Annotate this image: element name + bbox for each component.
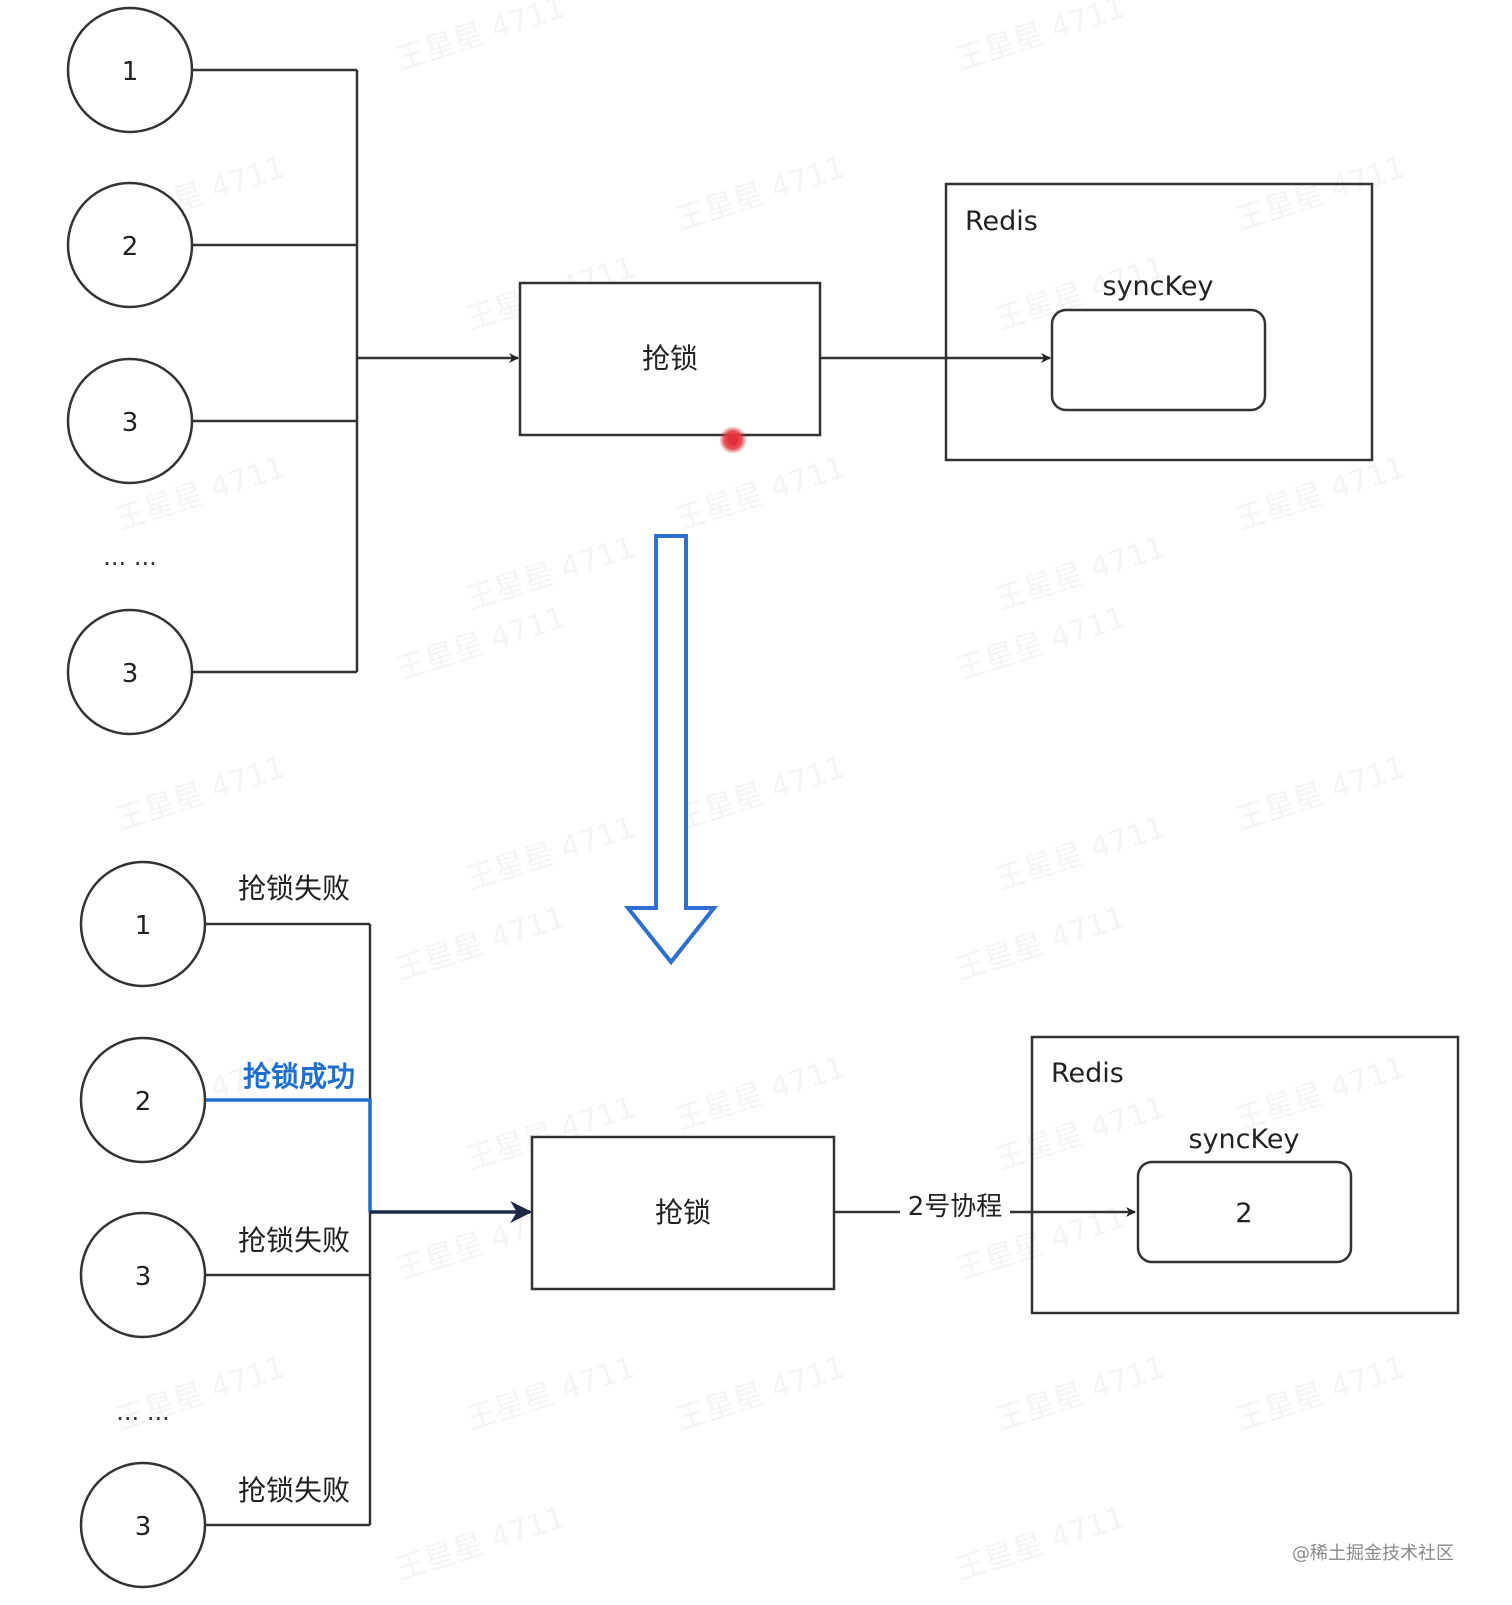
sync-key-label: syncKey [1189,1124,1300,1155]
watermark: 王星星 4711 [672,750,850,838]
thread-status: 抢锁失败 [238,1474,350,1507]
thread-circle [66,608,194,736]
thread-label: 3 [122,659,139,689]
bottom-thread-3: 3 抢锁失败 [79,1211,350,1339]
top-ellipsis: ... ... [103,543,156,571]
redis-container [1030,1035,1460,1315]
thread-label: 1 [122,57,139,87]
watermark: 王星星 4711 [112,750,290,838]
watermark: 王星星 4711 [952,0,1130,78]
thread-status-success: 抢锁成功 [243,1060,355,1093]
thread-circle [66,6,194,134]
watermark: 王星星 4711 [672,1050,850,1138]
transition-arrow [623,534,719,966]
watermark: 王星星 4711 [952,1500,1130,1588]
site-credit: @稀土掘金技术社区 [1292,1543,1454,1564]
bottom-thread-2: 2 抢锁成功 [79,1036,355,1164]
redis-label: Redis [1051,1058,1124,1089]
bottom-thread-4: 3 抢锁失败 [79,1461,350,1589]
watermark: 王星星 4711 [1232,450,1410,538]
redis-label: Redis [965,206,1038,237]
top-diagram: 1 2 3 ... ... 3 抢锁 Redis syncKey [66,6,1374,736]
watermark-layer: 王星星 4711 王星星 4711 王星星 4711 王星星 4711 王星星 … [112,0,1410,1588]
watermark: 王星星 4711 [1232,750,1410,838]
lock-box-label: 抢锁 [642,342,698,375]
watermark: 王星星 4711 [392,1500,570,1588]
watermark: 王星星 4711 [672,150,850,238]
top-thread-1: 1 [66,6,194,134]
sync-key-label: syncKey [1103,271,1214,302]
watermark: 王星星 4711 [462,810,640,898]
thread-label: 2 [135,1087,152,1117]
bottom-success-path [205,1098,372,1212]
lock-box-rect [518,281,822,437]
top-redis-box: Redis syncKey [944,182,1374,462]
thread-status: 抢锁失败 [238,872,350,905]
lock-box-rect [530,1135,836,1291]
watermark: 王星星 4711 [1232,1350,1410,1438]
sync-key-slot [1136,1160,1353,1264]
watermark: 王星星 4711 [952,600,1130,688]
thread-circle [79,860,207,988]
watermark: 王星星 4711 [672,450,850,538]
watermark: 王星星 4711 [672,1350,850,1438]
thread-label: 3 [135,1262,152,1292]
watermark: 王星星 4711 [992,1350,1170,1438]
thread-label: 1 [135,911,152,941]
top-lock-box: 抢锁 [518,281,822,437]
lock-box-label: 抢锁 [655,1196,711,1229]
watermark: 王星星 4711 [952,900,1130,988]
bottom-lock-box: 抢锁 [530,1135,836,1291]
thread-circle [79,1036,207,1164]
thread-label: 2 [122,232,139,262]
bottom-ellipsis: ... ... [116,1398,169,1426]
bottom-redis-box: Redis syncKey 2 [1030,1035,1460,1315]
watermark: 王星星 4711 [1232,150,1410,238]
thread-circle [66,181,194,309]
thread-label: 3 [135,1512,152,1542]
bottom-connectors [205,922,1136,1527]
thread-circle [79,1211,207,1339]
watermark: 王星星 4711 [392,0,570,78]
top-thread-2: 2 [66,181,194,309]
bottom-thread-1: 1 抢锁失败 [79,860,350,988]
thread-circle [66,357,194,485]
top-thread-3: 3 [66,357,194,485]
cursor-pointer-dot [719,426,747,454]
watermark: 王星星 4711 [392,900,570,988]
sync-key-value: 2 [1235,1198,1252,1229]
watermark: 王星星 4711 [992,530,1170,618]
edge-label: 2号协程 [908,1192,1003,1222]
thread-circle [79,1461,207,1589]
sync-key-slot [1050,308,1267,412]
watermark: 王星星 4711 [992,810,1170,898]
top-thread-4: 3 [66,608,194,736]
redis-container [944,182,1374,462]
thread-status: 抢锁失败 [238,1224,350,1257]
bottom-diagram: 2号协程 1 抢锁失败 2 抢锁成功 3 抢锁失败 ... ... 3 抢锁失败… [79,860,1460,1589]
watermark: 王星星 4711 [462,1350,640,1438]
thread-label: 3 [122,408,139,438]
top-connectors [192,68,1051,674]
